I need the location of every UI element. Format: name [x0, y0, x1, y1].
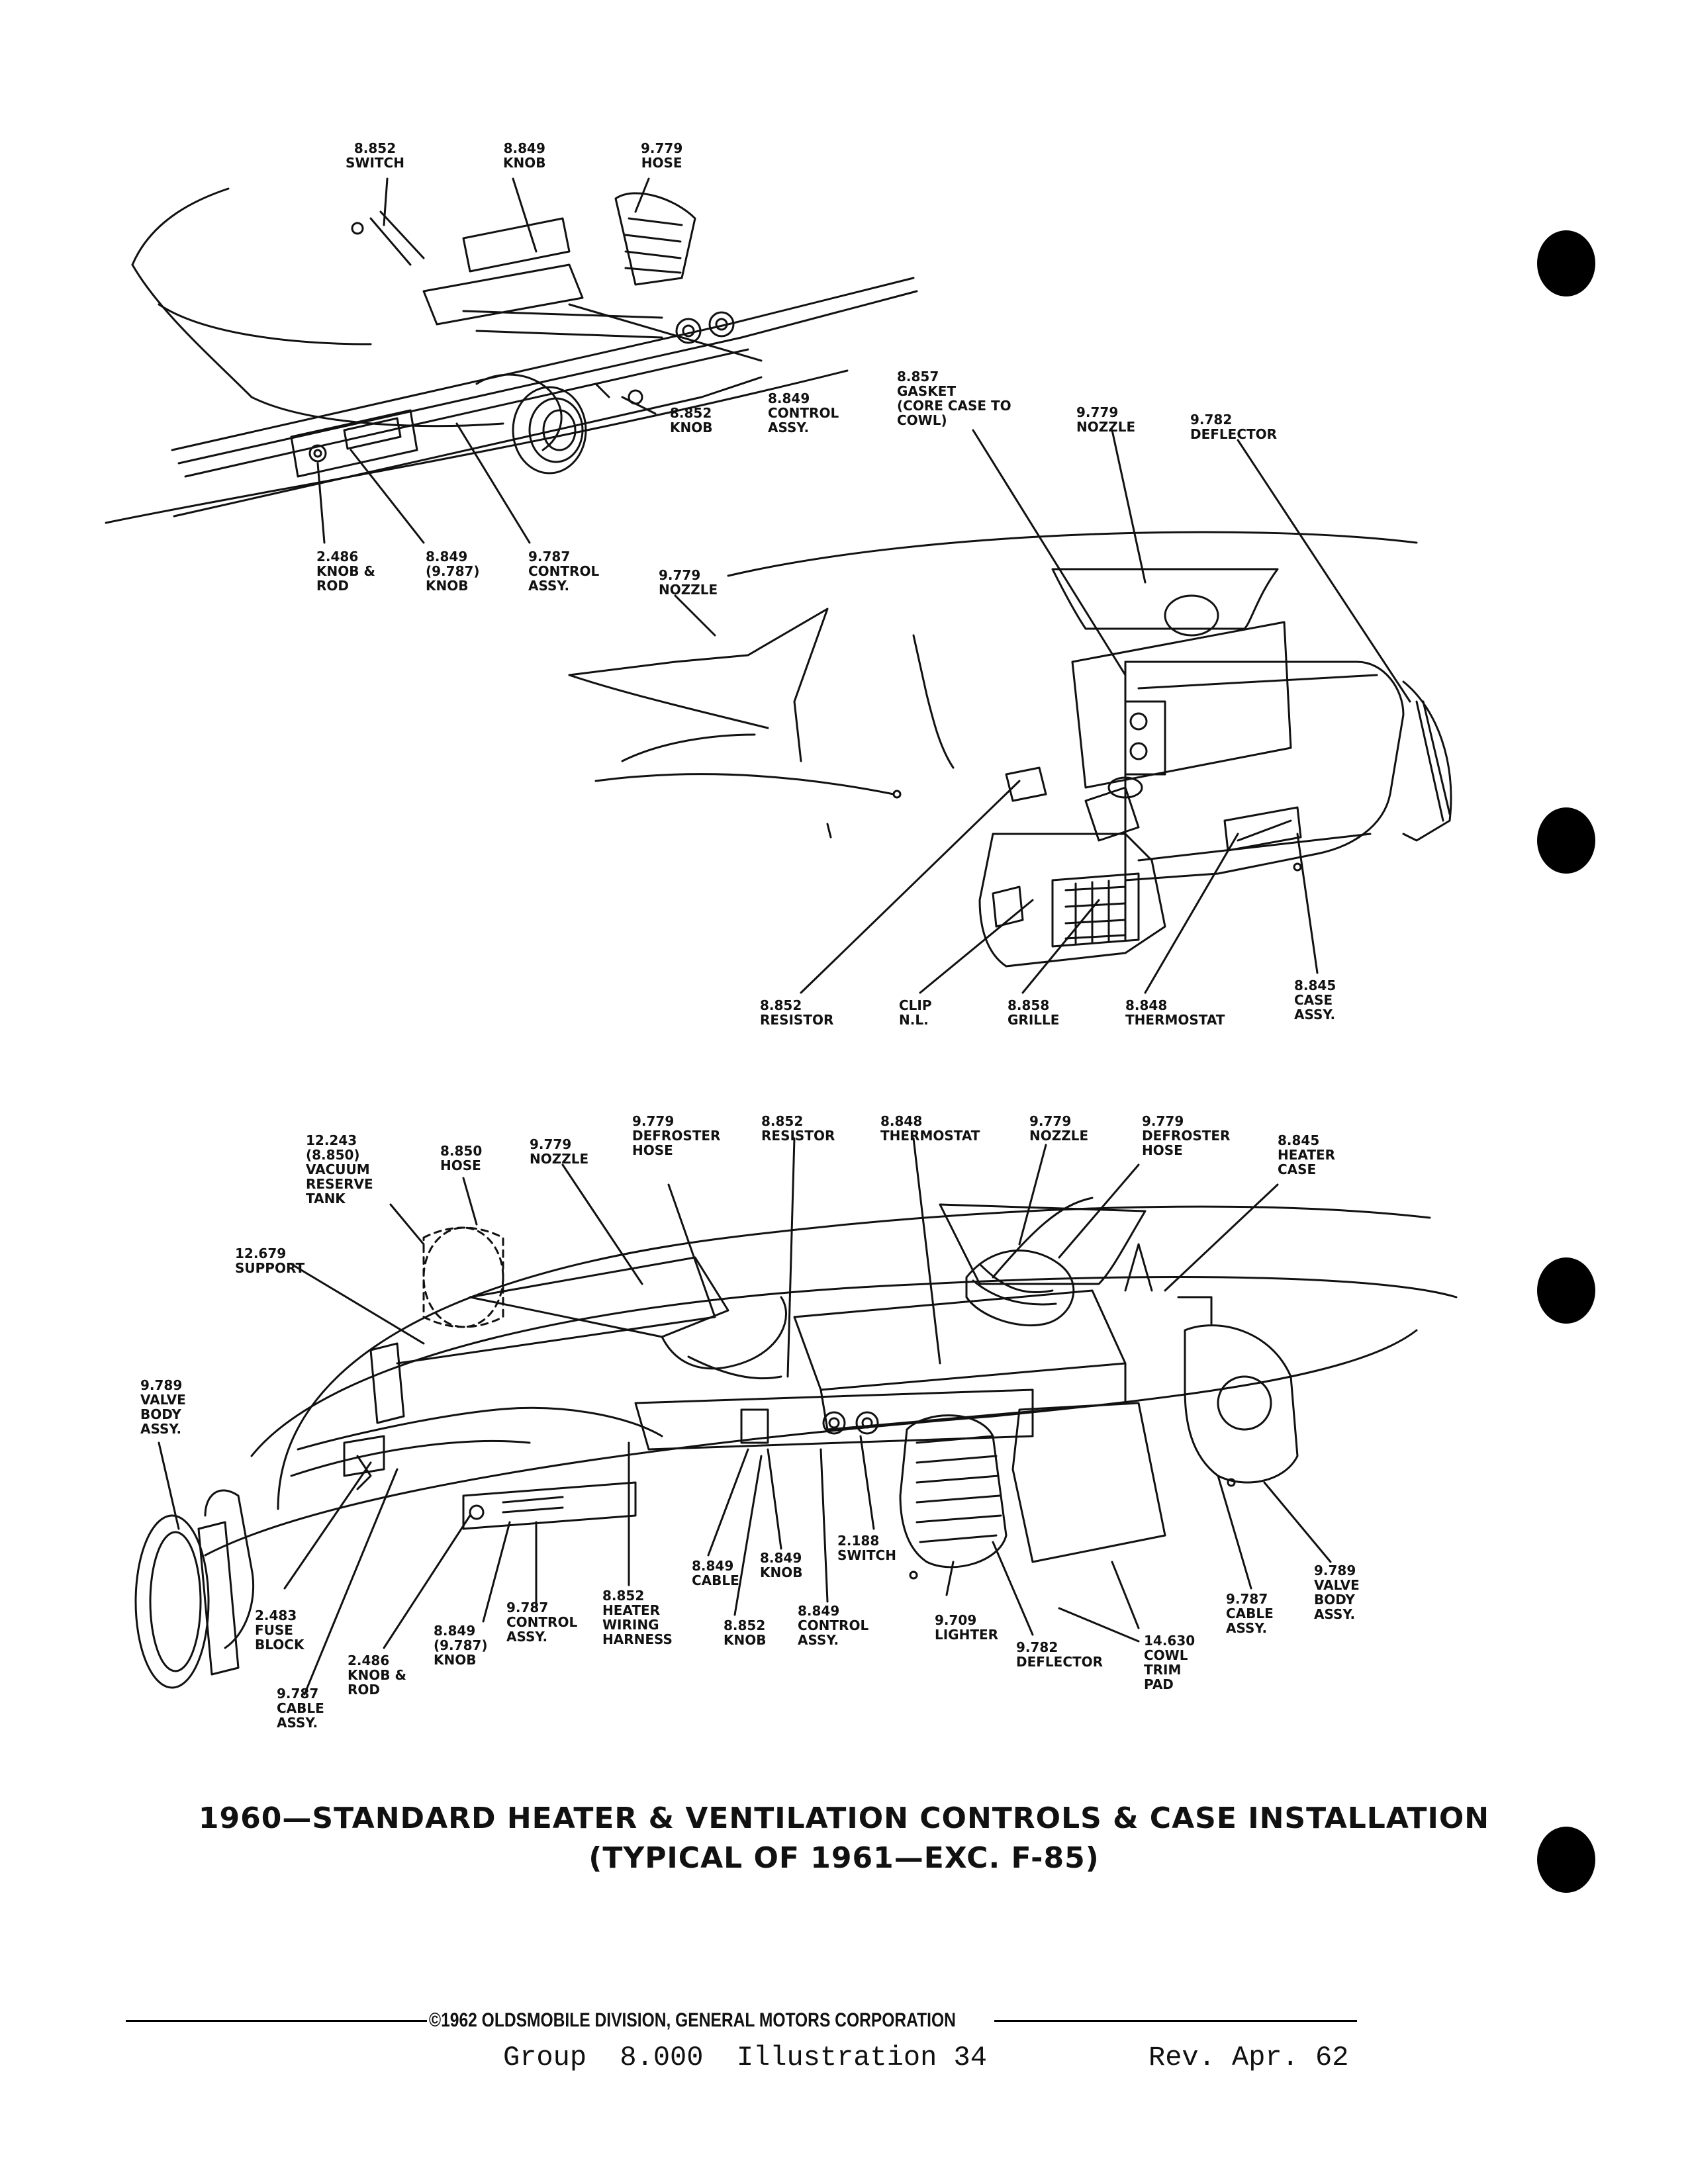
footer-rule-right	[994, 2020, 1357, 2022]
middle-heater-case-drawing	[568, 429, 1452, 994]
figure-title-line-1: 1960—STANDARD HEATER & VENTILATION CONTR…	[198, 1801, 1490, 1835]
revision-date: Rev. Apr. 62	[1149, 2042, 1349, 2073]
bottom-callout-knob-9787: 8.849(9.787)KNOB	[434, 1623, 488, 1668]
footer-rule-left	[126, 2020, 427, 2022]
punch-hole-4	[1537, 1827, 1595, 1893]
punch-hole-2	[1537, 807, 1595, 874]
figure-title-line-2: (TYPICAL OF 1961—EXC. F-85)	[588, 1841, 1100, 1875]
punch-hole-3	[1537, 1257, 1595, 1324]
group-illustration-number: Group 8.000 Illustration 34	[503, 2042, 987, 2073]
punch-hole-1	[1537, 230, 1595, 296]
bottom-installation-drawing	[134, 1137, 1458, 1696]
top-callout-knob-9787: 8.849(9.787)KNOB	[426, 549, 480, 594]
copyright-notice: ©1962 OLDSMOBILE DIVISION, GENERAL MOTOR…	[429, 2009, 956, 2031]
top-instrument-panel-drawing	[105, 177, 918, 544]
